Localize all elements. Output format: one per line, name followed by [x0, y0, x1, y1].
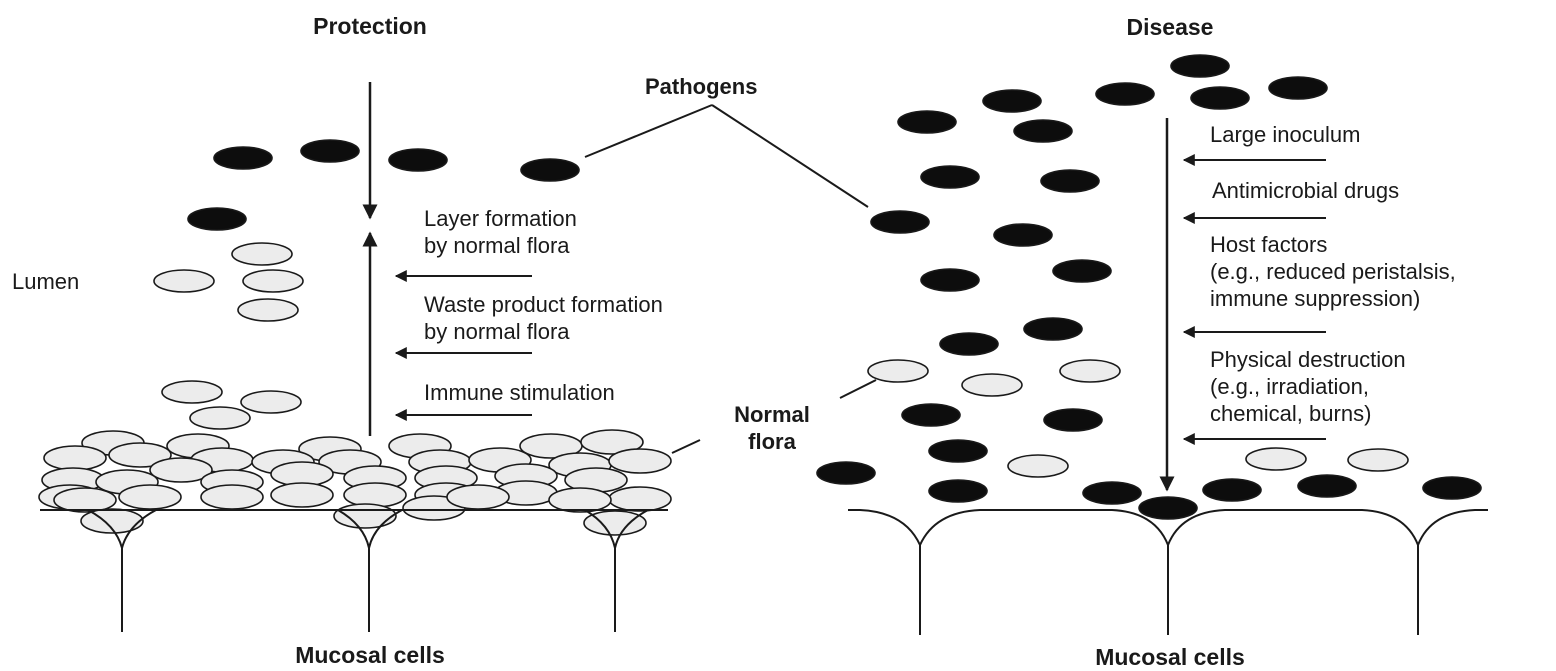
pathogen-cell — [929, 440, 987, 462]
normal-flora-cell — [1348, 449, 1408, 471]
normal-flora-cell — [119, 485, 181, 509]
pathogen-cell — [188, 208, 246, 230]
pathogen-cell — [1191, 87, 1249, 109]
disease-mucosal-cells-label: Mucosal cells — [1020, 644, 1320, 671]
normal-flora-cell — [549, 488, 611, 512]
factor-line: chemical, burns) — [1210, 400, 1406, 427]
normal-flora-cell — [334, 504, 396, 528]
pathogen-cell — [1096, 83, 1154, 105]
normal-flora-pointer-left — [672, 440, 700, 453]
normal-flora-cell — [609, 487, 671, 511]
mechanism-layer-formation: Layer formation by normal flora — [424, 205, 577, 259]
pathogen-cell — [817, 462, 875, 484]
normal-flora-cell — [201, 485, 263, 509]
pathogen-cell — [1044, 409, 1102, 431]
normal-flora-line: Normal — [712, 401, 832, 428]
pathogen-cell — [1269, 77, 1327, 99]
factor-line: (e.g., irradiation, — [1210, 373, 1406, 400]
factor-host-factors: Host factors (e.g., reduced peristalsis,… — [1210, 231, 1456, 312]
normal-flora-cell — [868, 360, 928, 382]
pathogen-cell — [1053, 260, 1111, 282]
disease-title: Disease — [1070, 14, 1270, 41]
normal-flora-cell — [1060, 360, 1120, 382]
pathogen-cell — [1203, 479, 1261, 501]
mechanism-line: Layer formation — [424, 205, 577, 232]
mechanism-line: by normal flora — [424, 318, 663, 345]
factor-line: Host factors — [1210, 231, 1456, 258]
pathogens-label: Pathogens — [645, 73, 757, 100]
pathogen-cell — [921, 166, 979, 188]
pathogen-cell — [994, 224, 1052, 246]
factor-antimicrobial-drugs: Antimicrobial drugs — [1212, 177, 1399, 204]
normal-flora-cell — [344, 483, 406, 507]
normal-flora-cell — [238, 299, 298, 321]
pathogens-pointer — [585, 105, 712, 157]
pathogen-cell — [898, 111, 956, 133]
protection-title: Protection — [260, 13, 480, 40]
pathogen-cell — [1083, 482, 1141, 504]
factor-line: Antimicrobial drugs — [1212, 177, 1399, 204]
mechanism-line: Immune stimulation — [424, 379, 615, 406]
pathogen-cell — [521, 159, 579, 181]
protection-mucosal-cells-label: Mucosal cells — [220, 642, 520, 669]
mechanism-line: Waste product formation — [424, 291, 663, 318]
normal-flora-cell — [271, 483, 333, 507]
pathogen-cell — [1423, 477, 1481, 499]
pathogen-cell — [389, 149, 447, 171]
pathogen-cell — [1139, 497, 1197, 519]
normal-flora-cell — [162, 381, 222, 403]
normal-flora-cell — [154, 270, 214, 292]
normal-flora-cell — [609, 449, 671, 473]
pathogen-cell — [940, 333, 998, 355]
pathogen-cell — [1024, 318, 1082, 340]
mechanism-line: by normal flora — [424, 232, 577, 259]
factor-physical-destruction: Physical destruction (e.g., irradiation,… — [1210, 346, 1406, 427]
pathogen-cell — [1298, 475, 1356, 497]
mechanism-waste-product: Waste product formation by normal flora — [424, 291, 663, 345]
pathogen-cell — [902, 404, 960, 426]
normal-flora-cell — [1246, 448, 1306, 470]
normal-flora-cell — [447, 485, 509, 509]
normal-flora-pointer-right — [840, 380, 876, 398]
factor-line: (e.g., reduced peristalsis, — [1210, 258, 1456, 285]
normal-flora-cell — [243, 270, 303, 292]
pathogen-cell — [929, 480, 987, 502]
pathogen-cell — [1171, 55, 1229, 77]
normal-flora-cell — [232, 243, 292, 265]
pathogen-cell — [301, 140, 359, 162]
normal-flora-cell — [962, 374, 1022, 396]
normal-flora-line: flora — [712, 428, 832, 455]
pathogen-cell — [983, 90, 1041, 112]
pathogen-cell — [921, 269, 979, 291]
factor-line: immune suppression) — [1210, 285, 1456, 312]
factor-large-inoculum: Large inoculum — [1210, 121, 1360, 148]
pathogen-cell — [214, 147, 272, 169]
mechanism-immune-stimulation: Immune stimulation — [424, 379, 615, 406]
lumen-label: Lumen — [12, 268, 79, 295]
normal-flora-cell — [1008, 455, 1068, 477]
factor-line: Physical destruction — [1210, 346, 1406, 373]
normal-flora-cell — [241, 391, 301, 413]
pathogen-cell — [1041, 170, 1099, 192]
normal-flora-label: Normal flora — [712, 401, 832, 455]
factor-line: Large inoculum — [1210, 121, 1360, 148]
pathogens-pointer — [712, 105, 868, 207]
normal-flora-cell — [44, 446, 106, 470]
normal-flora-cell — [190, 407, 250, 429]
pathogen-cell — [1014, 120, 1072, 142]
pathogen-cell — [871, 211, 929, 233]
